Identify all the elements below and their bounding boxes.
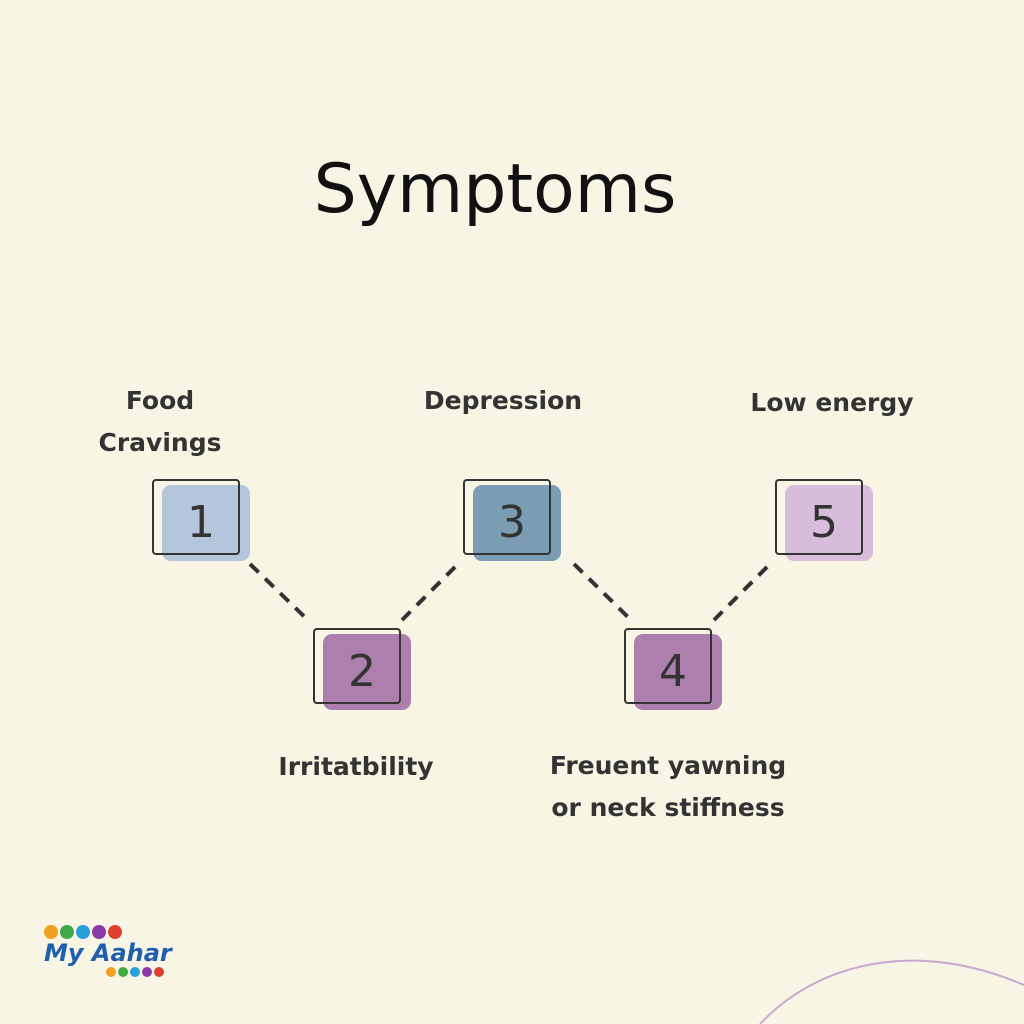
step-1: 1: [152, 479, 252, 564]
step-5-label: Low energy: [750, 388, 914, 417]
connector-2-3: [400, 560, 462, 622]
step-2-label: Irritatbility: [278, 752, 434, 781]
connector-3-4: [572, 562, 635, 624]
logo-text: My Aahar: [44, 939, 172, 967]
step-2: 2: [313, 628, 413, 713]
step-number: 2: [348, 646, 376, 697]
step-3: 3: [463, 479, 563, 564]
step-number: 4: [659, 646, 687, 697]
step-5: 5: [775, 479, 875, 564]
step-1-label: Food Cravings: [98, 386, 222, 457]
logo: My Aahar: [44, 925, 184, 977]
connector-4-5: [712, 560, 774, 622]
page-title: Symptoms: [313, 150, 677, 229]
logo-icons-bottom: [106, 967, 184, 977]
step-number: 5: [810, 497, 838, 548]
connector-1-2: [248, 562, 312, 624]
step-number: 3: [498, 497, 526, 548]
step-3-label: Depression: [423, 386, 583, 415]
decorative-curve: [759, 959, 1024, 1024]
step-4-label: Freuent yawning or neck stiffness: [549, 751, 787, 822]
step-number: 1: [187, 497, 215, 548]
step-4: 4: [624, 628, 724, 713]
logo-icons-top: [44, 925, 184, 939]
